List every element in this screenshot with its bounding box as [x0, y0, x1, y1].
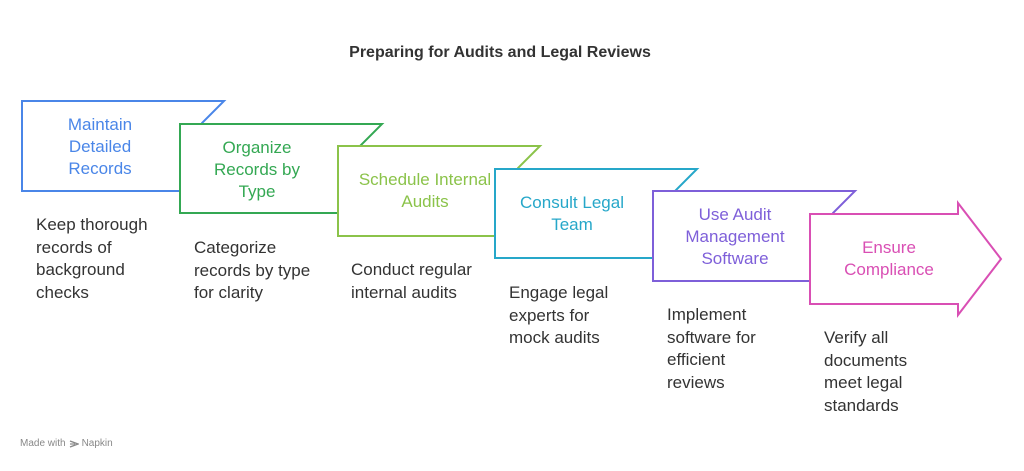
- step-3-description: Conduct regular internal audits: [351, 260, 472, 302]
- step-6-description: Verify all documents meet legal standard…: [824, 328, 908, 415]
- step-2-description: Categorize records by type for clarity: [194, 238, 311, 302]
- napkin-logo-icon: [69, 439, 79, 448]
- step-1-description: Keep thorough records of background chec…: [36, 215, 148, 302]
- step-5-label: Use Audit Management Software: [685, 205, 785, 268]
- step-4-label: Consult Legal Team: [520, 193, 624, 234]
- step-6-shape: [809, 200, 1003, 318]
- step-6-label: Ensure Compliance: [844, 238, 934, 279]
- step-1-label: Maintain Detailed Records: [67, 115, 133, 178]
- footer: Made with Napkin: [20, 438, 113, 449]
- step-4-description: Engage legal experts for mock audits: [509, 283, 609, 347]
- step-5-description: Implement software for efficient reviews: [667, 305, 756, 392]
- diagram-title: Preparing for Audits and Legal Reviews: [349, 44, 651, 61]
- footer-brand: Napkin: [81, 438, 113, 449]
- step-2-label: Organize Records by Type: [214, 138, 300, 201]
- footer-prefix: Made with: [20, 438, 66, 449]
- step-3-label: Schedule Internal Audits: [358, 170, 492, 211]
